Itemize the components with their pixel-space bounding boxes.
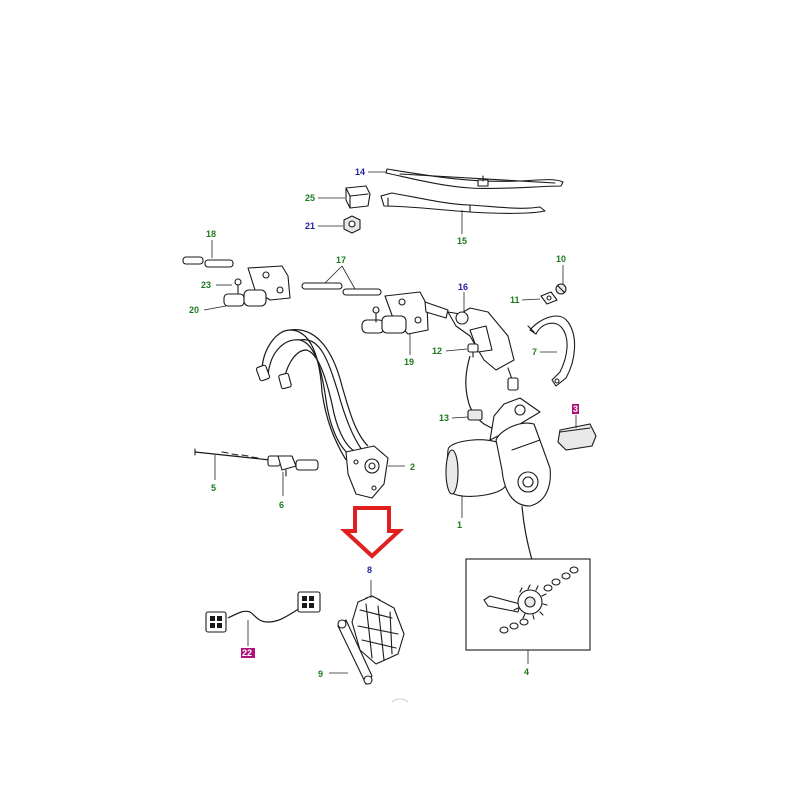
callout-21: 21	[305, 221, 315, 231]
motor-harness[interactable]	[255, 329, 389, 499]
callout-23: 23	[201, 280, 211, 290]
watermark-arc	[391, 698, 409, 703]
callout-9: 9	[318, 669, 323, 679]
callout-16: 16	[458, 282, 468, 292]
right-wheel-box[interactable]	[361, 291, 449, 335]
wiper-arm[interactable]	[380, 192, 546, 214]
callout-13: 13	[439, 413, 449, 423]
harness-22[interactable]	[205, 591, 321, 633]
cable-connector[interactable]	[267, 455, 319, 477]
wiper-blade[interactable]	[385, 168, 564, 190]
pad-3[interactable]	[557, 423, 597, 451]
callout-15: 15	[457, 236, 467, 246]
drive-rods[interactable]	[301, 282, 382, 296]
callout-18: 18	[206, 229, 216, 239]
cap-part[interactable]	[345, 185, 371, 209]
cable-tie[interactable]	[467, 409, 483, 421]
left-wheel-box[interactable]	[223, 265, 291, 307]
pivot-pins[interactable]	[182, 256, 234, 268]
callout-1: 1	[457, 520, 462, 530]
callout-10: 10	[556, 254, 566, 264]
callout-22: 22	[242, 648, 252, 658]
bolt-12[interactable]	[467, 343, 479, 358]
wiper-motor[interactable]	[445, 397, 551, 561]
nut-part[interactable]	[343, 215, 361, 234]
center-wheel-box[interactable]	[447, 307, 519, 391]
callout-3-badge	[572, 404, 579, 414]
down-arrow-icon	[339, 506, 405, 559]
callout-11: 11	[510, 295, 520, 305]
cover-plate-8[interactable]	[351, 595, 405, 665]
callout-20: 20	[189, 305, 199, 315]
callout-5: 5	[211, 483, 216, 493]
rack-cable[interactable]	[194, 448, 271, 461]
screw-10[interactable]	[555, 283, 567, 295]
callout-19: 19	[404, 357, 414, 367]
clip-11[interactable]	[540, 291, 558, 305]
link-bar-9[interactable]	[337, 619, 373, 685]
callout-2: 2	[410, 462, 415, 472]
callout-4: 4	[524, 667, 529, 677]
gear-kit-inset[interactable]	[465, 558, 591, 651]
strap-bracket[interactable]	[527, 315, 576, 387]
callout-17: 17	[336, 255, 346, 265]
callout-22-badge	[241, 648, 255, 658]
callout-3: 3	[573, 404, 578, 414]
callout-6: 6	[279, 500, 284, 510]
callout-14: 14	[355, 167, 365, 177]
callout-8: 8	[367, 565, 372, 575]
callout-12: 12	[432, 346, 442, 356]
callout-7: 7	[532, 347, 537, 357]
callout-25: 25	[305, 193, 315, 203]
